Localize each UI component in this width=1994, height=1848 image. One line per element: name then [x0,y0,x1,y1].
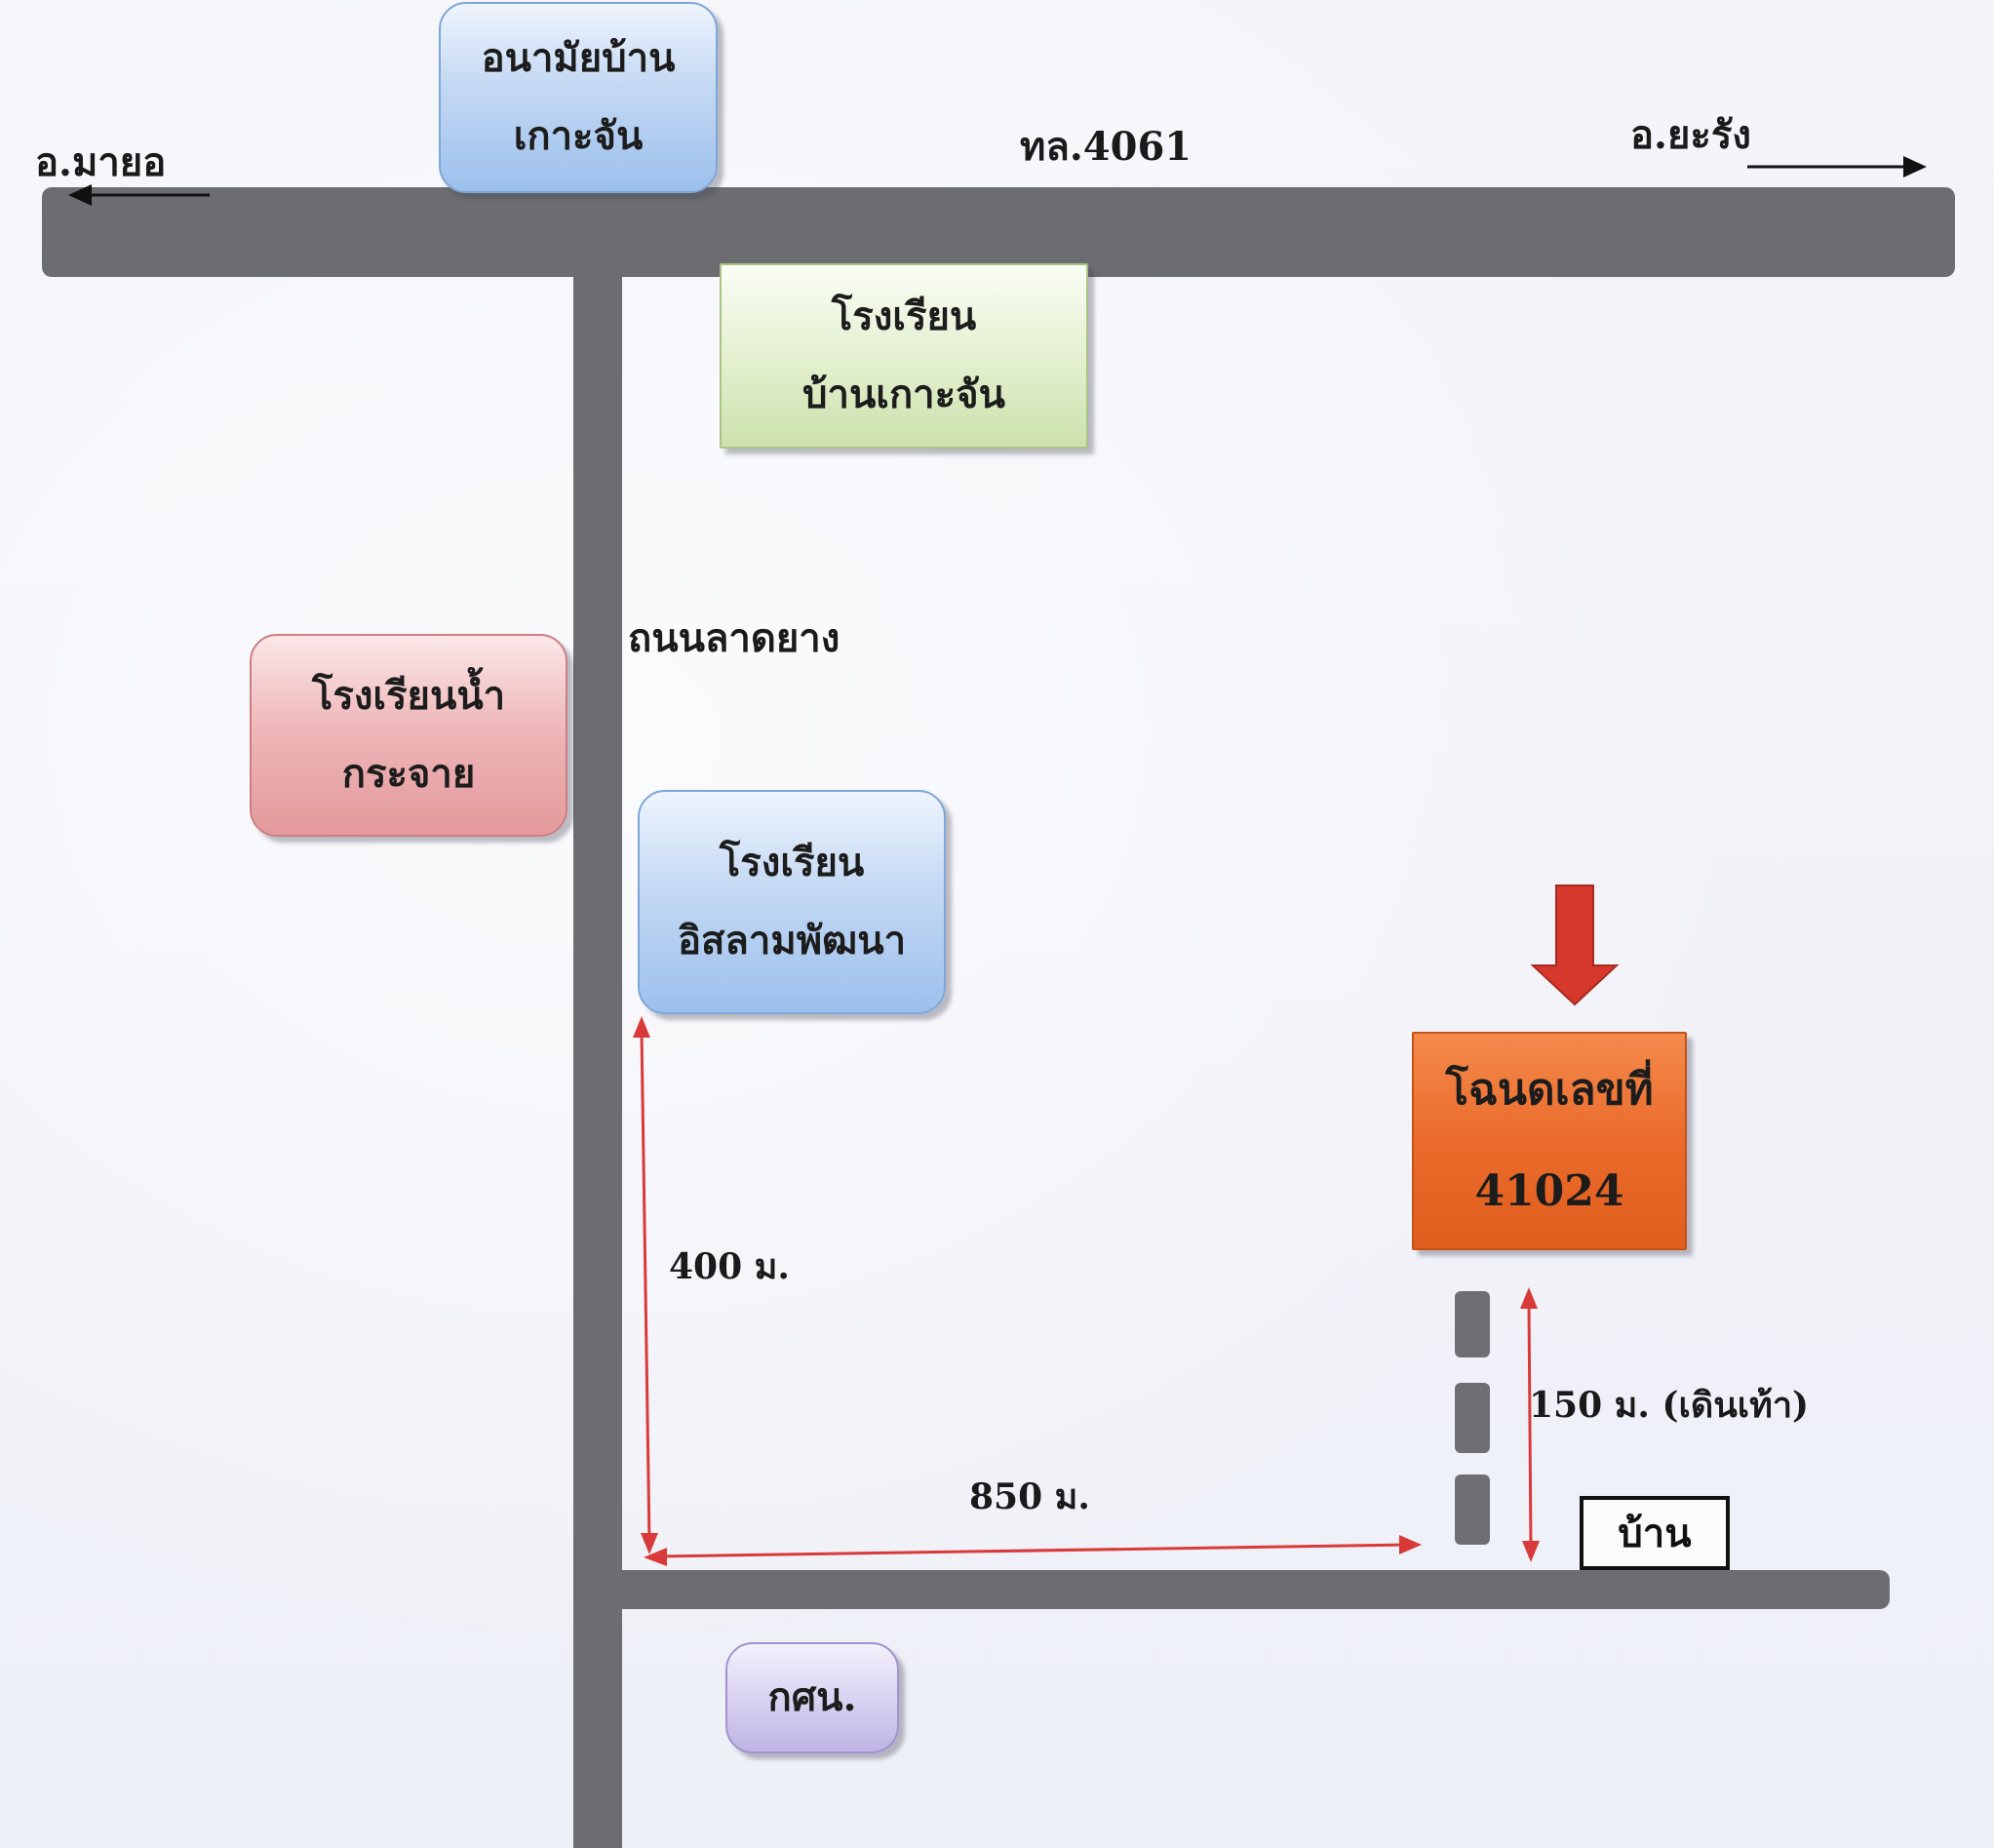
target-pointer-arrow [1530,885,1620,1006]
measure-arrow-850m [644,1535,1422,1566]
footpath-segment [1455,1474,1490,1545]
highway-label: ทล.4061 [1020,124,1192,170]
landmark-health-center: อนามัยบ้าน เกาะจัน [439,2,718,193]
target-deed-number: 41024 [1474,1166,1624,1216]
landmark-islam-pattana-school: โรงเรียน อิสลามพัฒนา [638,790,946,1014]
islam-pattana-school-line1: โรงเรียน [719,840,865,885]
house-marker: บ้าน [1580,1496,1730,1570]
nam-krachai-school-line2: กระจาย [341,751,476,797]
west-direction-arrow [68,184,210,206]
distance-label-walk: 150 ม. (เดินเท้า) [1529,1385,1810,1426]
distance-label-vertical: 400 ม. [669,1246,790,1287]
footpath-segment [1455,1291,1490,1357]
direction-label-west: อ.มายอ [35,139,167,185]
nfe-center-label: กศน. [767,1674,857,1720]
target-deed-line1: โฉนดเลขที่ [1445,1065,1654,1115]
direction-label-east: อ.ยะรัง [1630,112,1751,158]
highway-4061-road [42,187,1955,277]
ban-koh-chan-school-line2: บ้านเกาะจัน [802,372,1005,417]
house-label: บ้าน [1618,1511,1692,1556]
target-land-deed-box: โฉนดเลขที่ 41024 [1412,1032,1687,1250]
lower-village-road [597,1570,1890,1609]
landmark-ban-koh-chan-school: โรงเรียน บ้านเกาะจัน [720,263,1088,449]
footpath-segment [1455,1383,1490,1453]
landmark-nfe-center: กศน. [725,1642,899,1753]
distance-label-horizontal: 850 ม. [969,1476,1090,1517]
ban-koh-chan-school-line1: โรงเรียน [831,294,977,339]
islam-pattana-school-line2: อิสลามพัฒนา [677,918,907,963]
health-center-line2: เกาะจัน [513,113,644,159]
health-center-line1: อนามัยบ้าน [481,35,676,81]
east-direction-arrow [1747,156,1927,177]
landmark-nam-krachai-school: โรงเรียนน้ำ กระจาย [250,634,567,837]
side-road-label: ถนนลาดยาง [628,615,841,661]
nam-krachai-school-line1: โรงเรียนน้ำ [311,673,506,719]
measure-arrow-400m [633,1016,658,1554]
measure-arrow-150m-walk [1520,1287,1540,1562]
